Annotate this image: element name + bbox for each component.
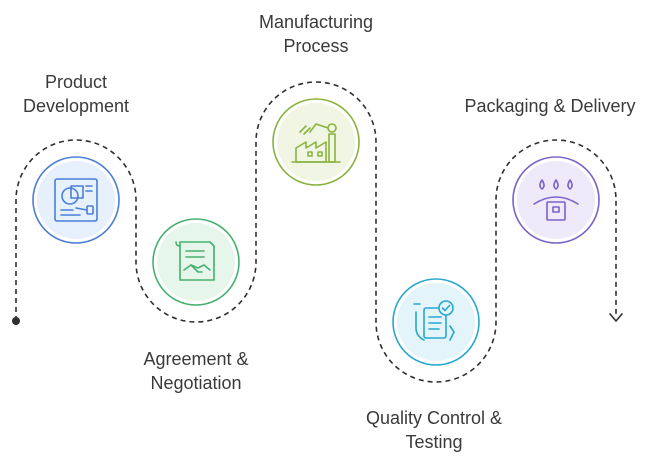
dashed-process-path (15, 81, 617, 383)
step-label-line: Product (44, 72, 108, 92)
step-label-line: Manufacturing (258, 12, 374, 32)
step-label-agreement-negotiation: Agreement & Negotiation (116, 347, 276, 395)
step-label-packaging-delivery: Packaging & Delivery (452, 94, 648, 118)
step-label-line: Development (22, 96, 130, 116)
handshake-contract-icon (152, 218, 240, 306)
product-design-icon (32, 156, 120, 244)
step-label-line: Packaging & Delivery (464, 96, 636, 116)
package-drops-icon (512, 156, 600, 244)
step-label-line: Process (283, 36, 349, 56)
step-label-line: Testing (405, 432, 463, 452)
path-end-arrow-icon (609, 313, 623, 322)
step-label-line: Negotiation (150, 373, 242, 393)
step-label-line: Quality Control & (365, 408, 503, 428)
factory-robot-arm-icon (272, 98, 360, 186)
step-label-line: Agreement & (143, 349, 249, 369)
step-label-quality-control-testing: Quality Control & Testing (344, 406, 524, 454)
checklist-hand-icon (392, 278, 480, 366)
step-label-manufacturing-process: Manufacturing Process (236, 10, 396, 58)
path-start-dot (12, 317, 20, 325)
step-label-product-development: Product Development (6, 70, 146, 118)
